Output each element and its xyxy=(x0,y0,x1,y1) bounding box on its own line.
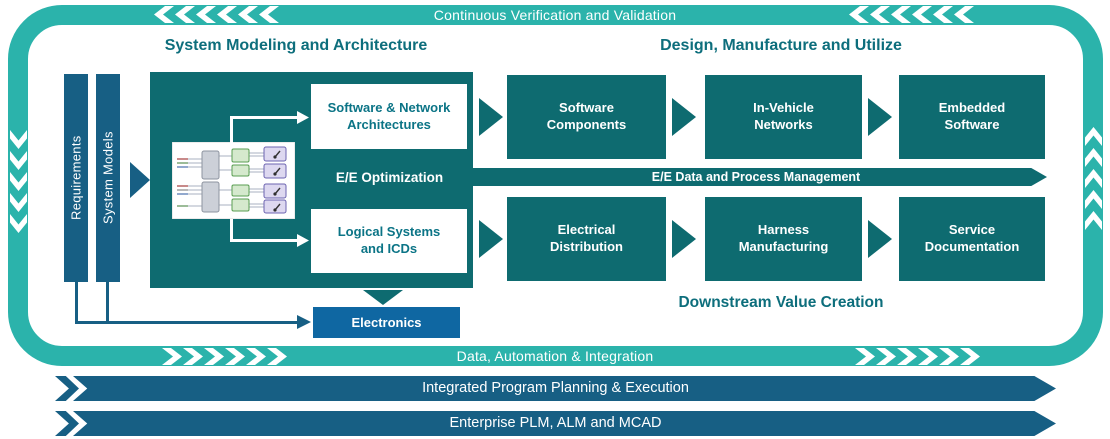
connector-line xyxy=(230,239,298,242)
connector-line xyxy=(106,282,109,323)
enterprise-plm-band-label: Enterprise PLM, ALM and MCAD xyxy=(449,415,662,431)
connector-line xyxy=(230,219,233,241)
connector-line xyxy=(230,116,298,119)
ee-data-band-label: E/E Data and Process Management xyxy=(651,170,861,184)
logical-systems-icds-box: Logical Systems and ICDs xyxy=(311,209,467,273)
electronics-box: Electronics xyxy=(313,307,460,338)
embedded-software-box: Embedded Software xyxy=(899,75,1045,159)
software-network-architectures-box: Software & Network Architectures xyxy=(311,84,467,149)
section-header-system-modeling: System Modeling and Architecture xyxy=(164,37,428,54)
requirements-bar: Requirements xyxy=(64,74,88,282)
connector-line xyxy=(230,116,233,146)
integrated-program-band-label: Integrated Program Planning & Execution xyxy=(422,380,689,396)
ee-optimization-label: E/E Optimization xyxy=(335,170,444,185)
continuous-verification-band-label: Continuous Verification and Validation xyxy=(433,7,677,23)
electrical-distribution-box: Electrical Distribution xyxy=(507,197,666,281)
downstream-value-creation-label: Downstream Value Creation xyxy=(678,294,884,311)
harness-manufacturing-box: Harness Manufacturing xyxy=(705,197,862,281)
software-components-box: Software Components xyxy=(507,75,666,159)
schematic-image xyxy=(172,142,295,219)
in-vehicle-networks-box: In-Vehicle Networks xyxy=(705,75,862,159)
connector-line xyxy=(75,321,299,324)
data-automation-band-label: Data, Automation & Integration xyxy=(456,348,654,364)
connector-line xyxy=(75,282,78,323)
ee-data-band xyxy=(465,168,1047,186)
service-documentation-box: Service Documentation xyxy=(899,197,1045,281)
system-models-bar: System Models xyxy=(96,74,120,282)
section-header-design-manufacture: Design, Manufacture and Utilize xyxy=(660,37,902,54)
